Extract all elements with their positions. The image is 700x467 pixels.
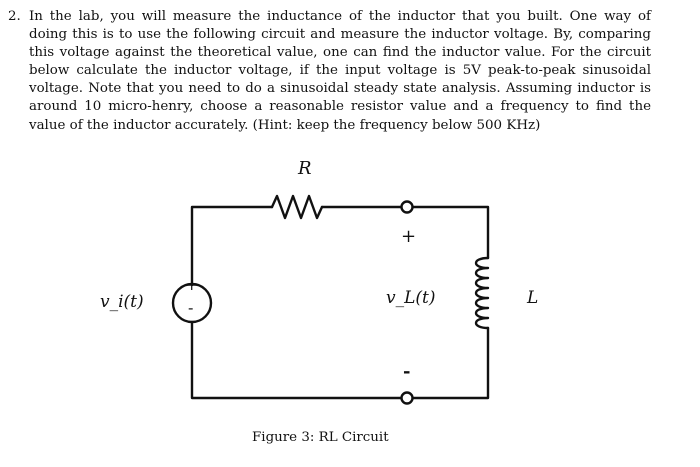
inductor-top-wire [411,205,490,260]
output-minus-sign: - [403,361,411,382]
problem-text: In the lab, you will measure the inducta… [29,9,651,133]
inductor-bottom-wire [411,326,490,400]
inductor-voltage-label: v_L(t) [386,288,436,308]
bottom-wire [190,320,403,400]
inductor-label: L [527,288,539,308]
inductor-symbol [474,256,490,330]
top-wire-left [190,205,274,287]
resistor-symbol [270,194,324,220]
source-voltage-label: v_i(t) [100,292,144,312]
voltage-source [171,282,213,324]
source-minus-sign: - [188,298,194,317]
resistor-label: R [298,158,312,179]
output-plus-sign: + [401,226,417,247]
output-terminal-top [400,200,414,214]
source-plus-sign: + [185,275,199,294]
problem-number: 2. [8,9,21,24]
figure-caption: Figure 3: RL Circuit [252,430,389,445]
output-terminal-bottom [400,391,414,405]
